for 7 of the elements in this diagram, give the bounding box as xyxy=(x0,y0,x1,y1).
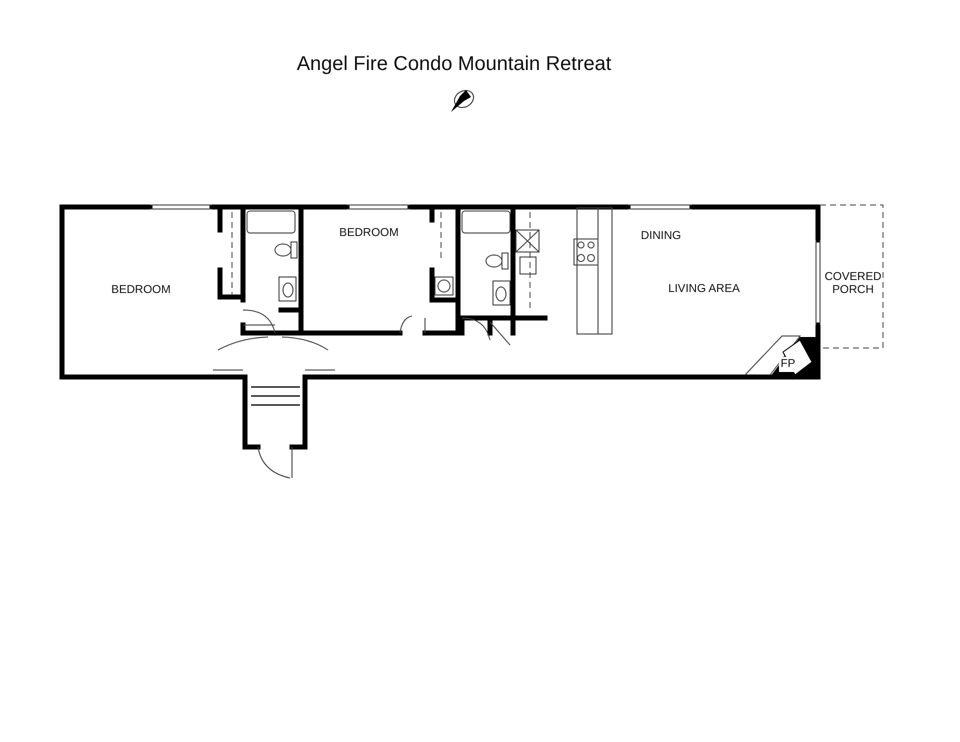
room-label: BEDROOM xyxy=(339,226,399,240)
fireplace-label: FP xyxy=(778,356,798,372)
room-label: LIVING AREA xyxy=(668,282,740,296)
room-label: DINING xyxy=(640,230,682,242)
room-label: BEDROOM xyxy=(111,284,171,296)
plan-title: Angel Fire Condo Mountain Retreat xyxy=(296,52,612,76)
room-label: COVERED PORCH xyxy=(824,271,882,297)
